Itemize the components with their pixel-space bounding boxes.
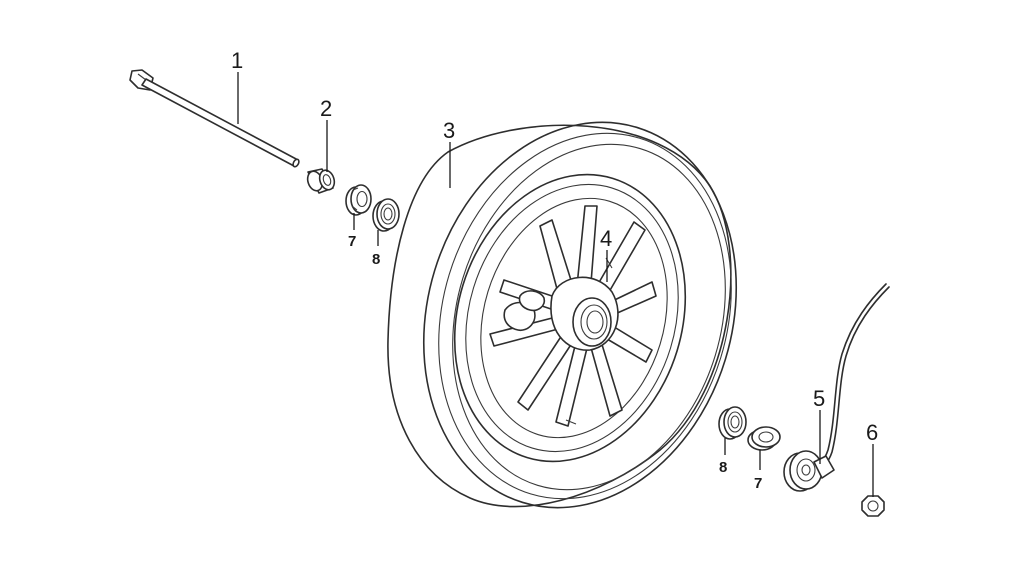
axle-nut <box>861 495 885 517</box>
callout-spacer: 2 <box>320 96 332 121</box>
rim-spokes <box>489 205 657 427</box>
axle <box>129 69 300 168</box>
callouts: 1 2 3 4 5 6 7 8 8 7 <box>231 48 878 492</box>
bearing-right <box>718 406 747 440</box>
speedometer-drive <box>783 283 890 492</box>
callout-oil-seal-left: 7 <box>348 233 356 250</box>
callout-axle-nut: 6 <box>866 420 878 445</box>
callout-tire: 3 <box>443 118 455 143</box>
callout-bearing-left: 8 <box>372 251 380 268</box>
callout-bearing-right: 8 <box>719 459 727 476</box>
callout-axle: 1 <box>231 48 243 73</box>
tire <box>387 121 738 509</box>
callout-speedometer-drive: 5 <box>813 386 825 411</box>
spacer <box>306 168 336 194</box>
bearing-left <box>372 198 400 232</box>
callout-rim: 4 <box>600 226 612 251</box>
rim <box>453 173 687 463</box>
callout-oil-seal-right: 7 <box>754 475 762 492</box>
hub <box>503 276 619 351</box>
leader-lines <box>237 72 874 497</box>
oil-seal-right <box>747 426 781 451</box>
oil-seal-left <box>345 184 372 216</box>
